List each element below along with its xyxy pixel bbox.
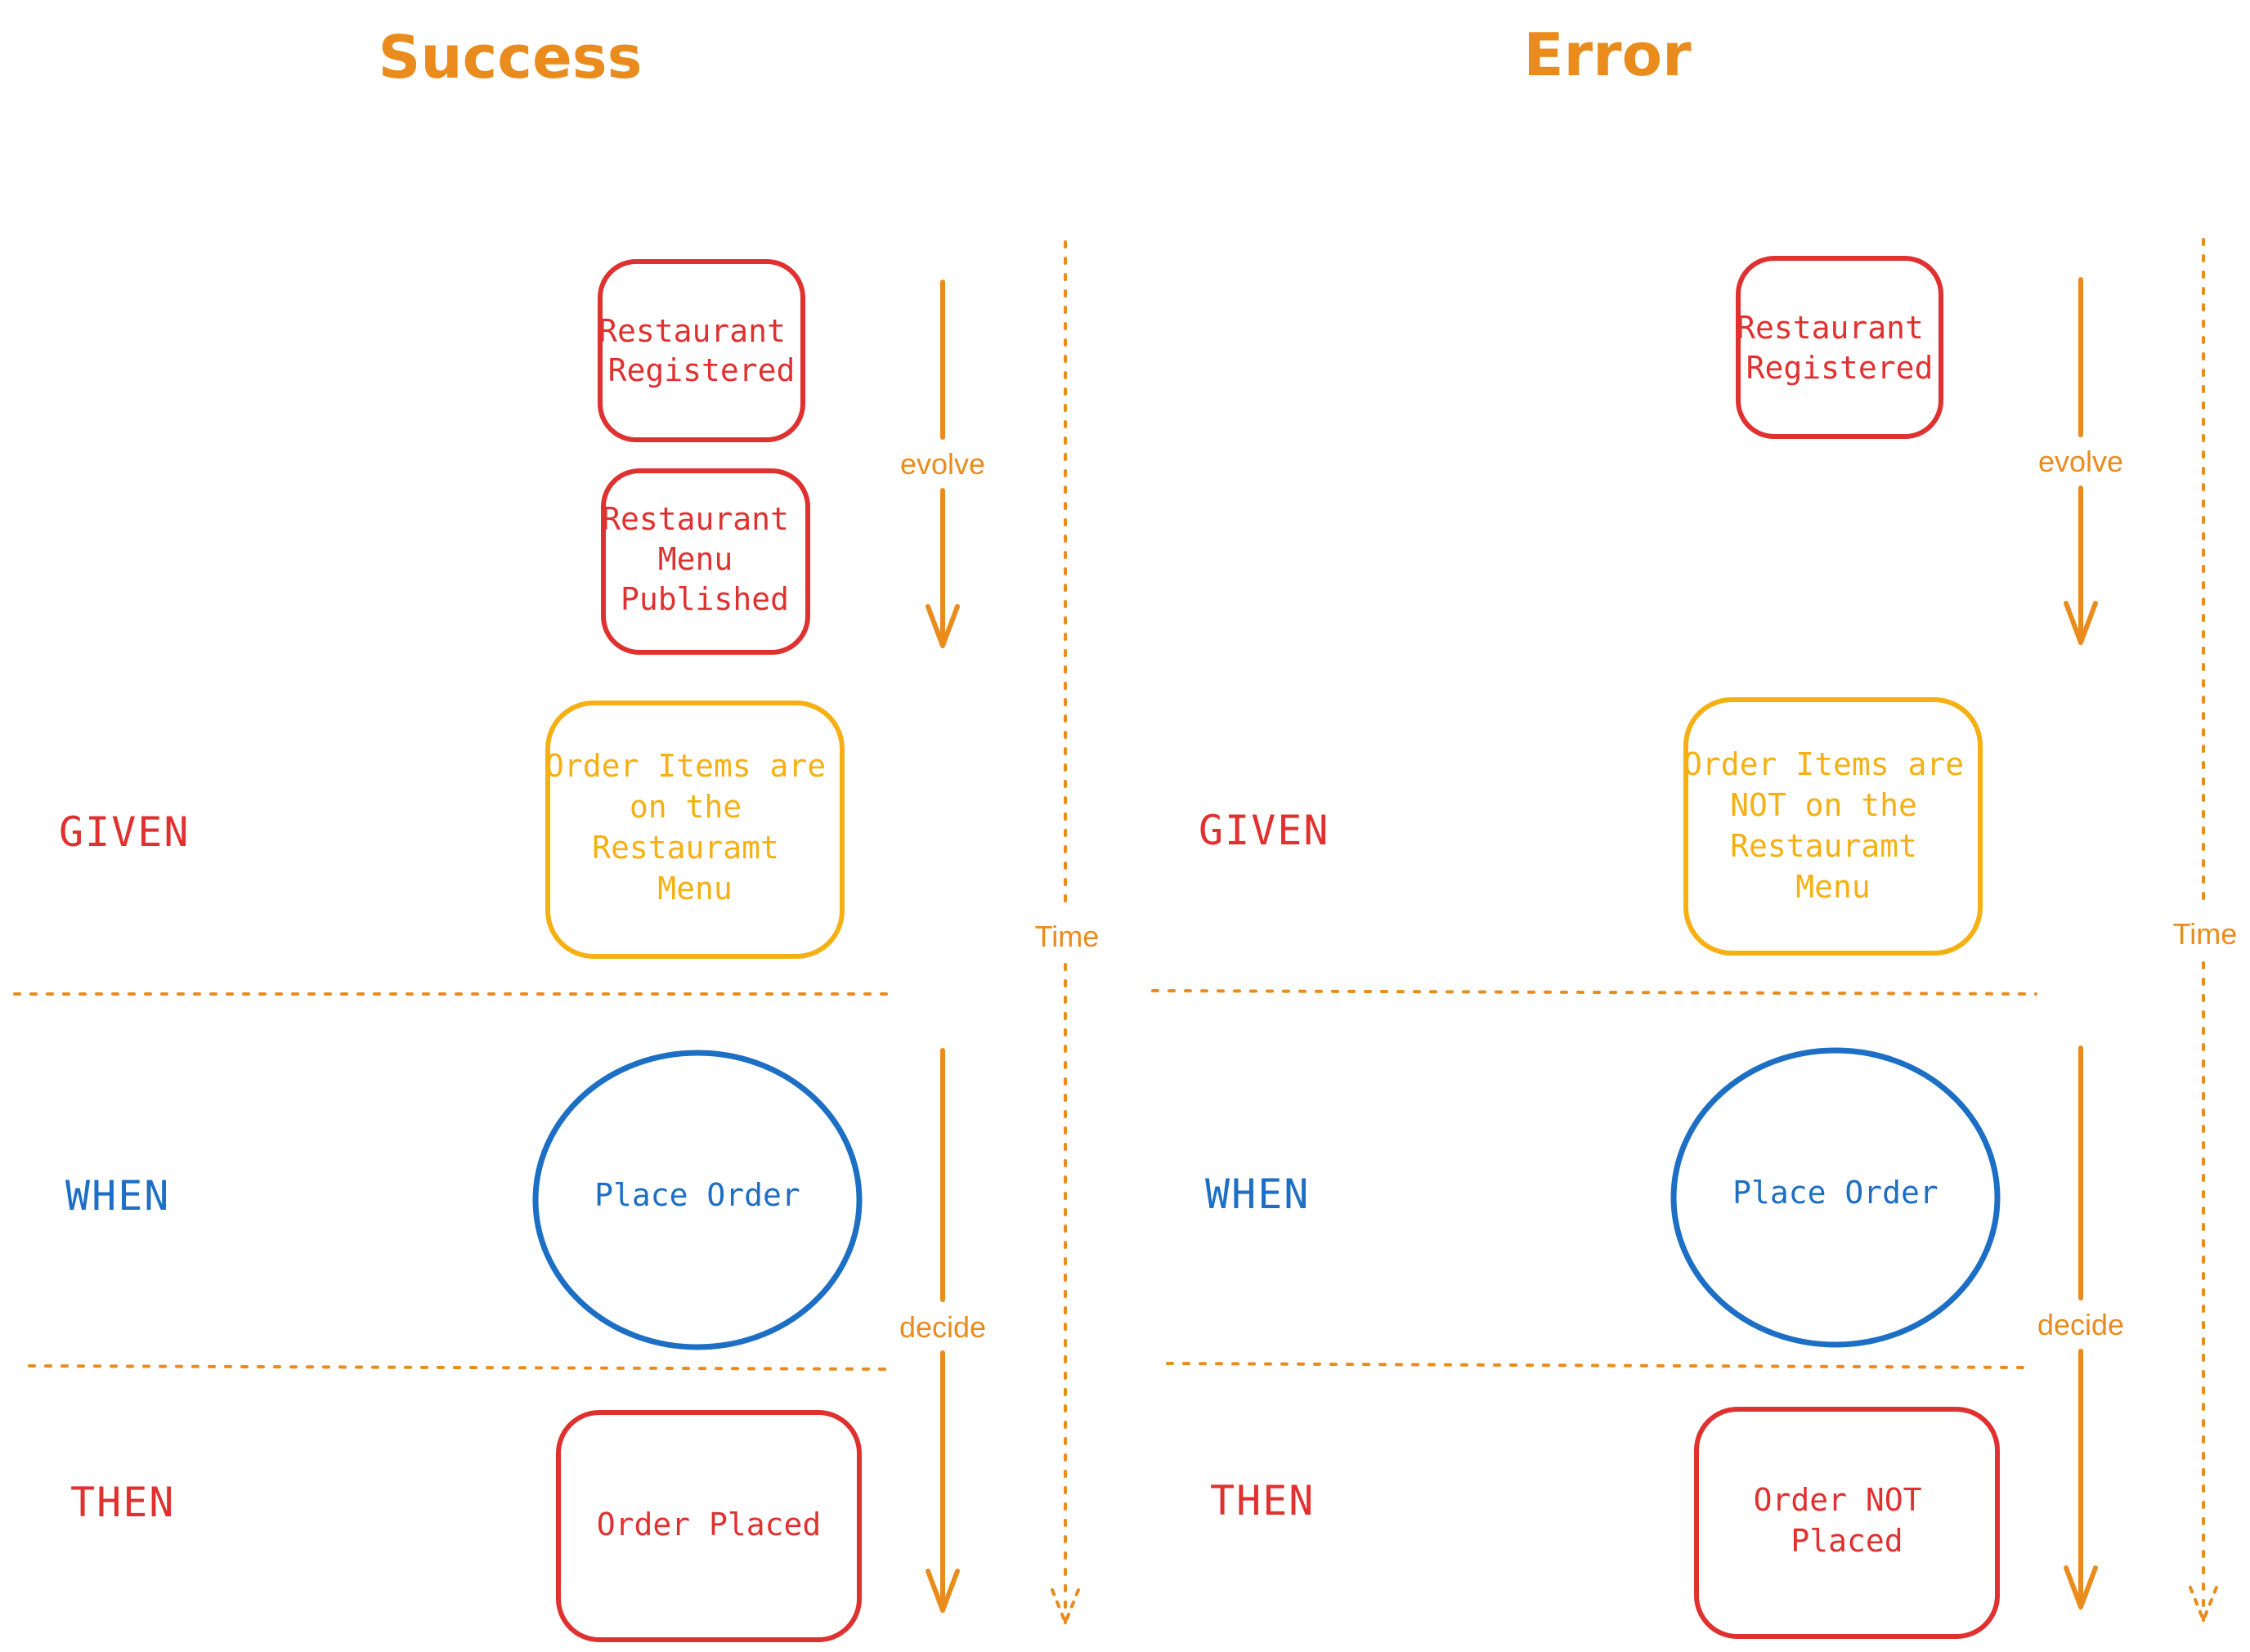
sticky-line: Registered (608, 352, 796, 388)
state-sticky: Order Items are on the Restauramt Menu (545, 701, 845, 959)
decide-label: decide (899, 1310, 986, 1344)
svg-text:Restaurant Registered: Restaurant Registered (1737, 310, 1943, 386)
time-axis: Time (1035, 240, 1100, 1627)
time-label: Time (1035, 920, 1100, 953)
sticky-line: Restaurant (602, 501, 789, 537)
sticky-line: Order Items are (1683, 746, 1964, 782)
event-sticky: Restaurant Registered (1736, 256, 1943, 439)
phase-label-then: THEN (1210, 1477, 1315, 1524)
sticky-line: Order Items are (545, 748, 826, 784)
phase-label-when: WHEN (65, 1172, 170, 1220)
decide-arrow: decide (2037, 1045, 2124, 1609)
panel-title: Error (1523, 20, 1692, 89)
svg-text:Order Items are on the: Order Items are on the Restauramt Menu (545, 748, 845, 907)
command-label: Place Order (1732, 1175, 1938, 1211)
event-sticky: Restaurant Menu Published (601, 468, 810, 655)
panel-success: Success GIVEN WHEN THEN Restaurant Regis… (13, 23, 1100, 1642)
decide-label: decide (2037, 1308, 2124, 1341)
svg-text:Place Order: Place Order (594, 1177, 800, 1213)
phase-label-given: GIVEN (1199, 807, 1330, 854)
phase-label-when: WHEN (1205, 1171, 1310, 1218)
phase-label-then: THEN (70, 1479, 175, 1526)
state-sticky: Order Items are NOT on the Restauramt Me… (1683, 697, 1983, 956)
evolve-arrow: evolve (2038, 277, 2123, 645)
command-circle: Place Order (1670, 1047, 2001, 1348)
sticky-line: on the (630, 789, 742, 825)
evolve-label: evolve (2038, 445, 2123, 478)
separator-when-then (28, 1364, 897, 1371)
sticky-line: Restaurant (1737, 310, 1924, 346)
evolve-label: evolve (900, 447, 985, 481)
svg-text:Order NOT Placed: Order NOT Placed (1754, 1482, 1941, 1559)
separator-given-when (1151, 989, 2037, 996)
sticky-line: Restauramt (1730, 828, 1917, 864)
sticky-line: Order Placed (597, 1506, 822, 1542)
event-sticky: Order NOT Placed (1694, 1407, 2000, 1639)
svg-text:Place Order: Place Order (1732, 1175, 1938, 1211)
sticky-line: Placed (1791, 1523, 1903, 1559)
sticky-line: NOT on the (1730, 787, 1917, 823)
panel-error: Error GIVEN WHEN THEN Restaurant Registe… (1151, 20, 2238, 1639)
event-sticky: Restaurant Registered (598, 259, 805, 442)
sticky-line: Registered (1746, 350, 1934, 386)
time-axis: Time (2173, 238, 2238, 1625)
sticky-line: Menu (1795, 869, 1871, 905)
command-label: Place Order (594, 1177, 800, 1213)
decide-arrow: decide (899, 1048, 986, 1613)
svg-text:Order Placed: Order Placed (597, 1506, 822, 1542)
sticky-line: Restauramt (592, 830, 779, 866)
panel-title: Success (378, 23, 642, 92)
time-label: Time (2173, 917, 2238, 951)
evolve-arrow: evolve (900, 280, 985, 648)
svg-text:Order Items are NOT on: Order Items are NOT on the Restauramt Me… (1683, 746, 1983, 905)
sticky-line: Order NOT (1754, 1482, 1922, 1518)
command-circle: Place Order (532, 1050, 863, 1350)
sticky-line: Menu (657, 871, 733, 907)
phase-label-given: GIVEN (59, 808, 190, 856)
event-sticky: Order Placed (556, 1410, 862, 1642)
svg-text:Restaurant Registered: Restaurant Registered (598, 313, 805, 388)
sticky-line: Published (621, 581, 789, 617)
sticky-line: Restaurant (598, 313, 786, 349)
svg-text:Restaurant Menu: Restaurant Menu Published (602, 501, 808, 617)
sticky-line: Menu (658, 541, 733, 577)
separator-when-then (1166, 1362, 2033, 1369)
